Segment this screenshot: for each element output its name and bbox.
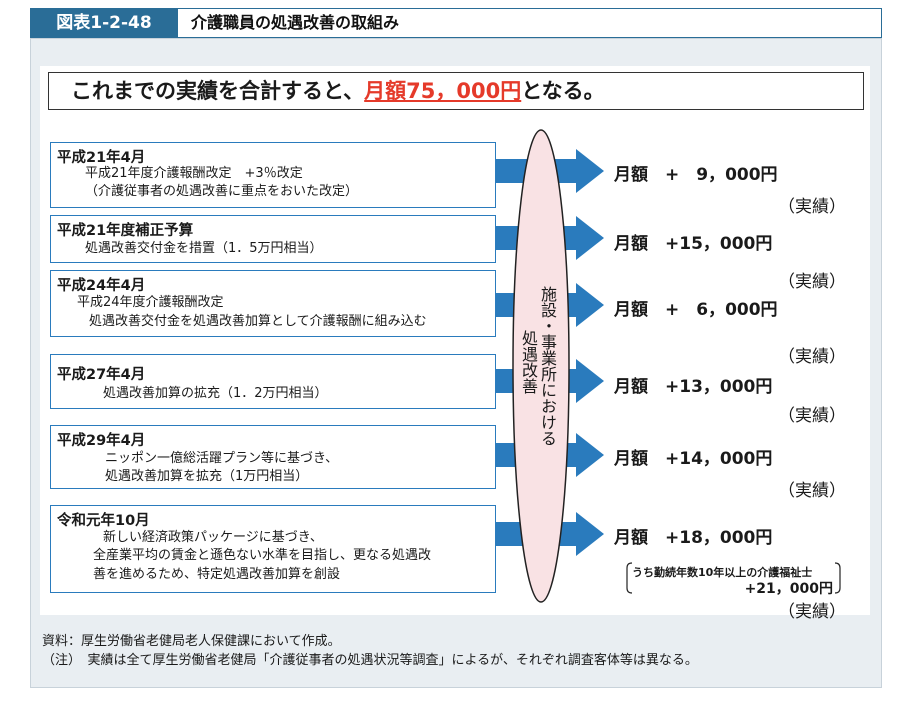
ellipse-label-1: 施設・事業所における (538, 286, 557, 446)
figure-header: 図表1-2-48 介護職員の処遇改善の取組み (30, 8, 882, 38)
amount-2: 月額 +15，000円 (614, 234, 773, 254)
item-box-6: 令和元年10月 新しい経済政策パッケージに基づき、 全産業平均の賃金と遜色ない水… (50, 505, 496, 593)
item-box-4: 平成27年4月 処遇改善加算の拡充（1．2万円相当） (50, 354, 496, 409)
figure-label: 図表1-2-48 (30, 8, 178, 38)
footnote: （注） 実績は全て厚生労働省老健局「介護従事者の処遇状況等調査」によるが、それぞ… (42, 653, 698, 668)
item-line: 善を進めるため、特定処遇改善加算を創設 (93, 567, 341, 582)
item-line: 平成24年度介護報酬改定 (77, 295, 224, 310)
result-5: （実績） (778, 481, 846, 501)
item-box-1: 平成21年4月 平成21年度介護報酬改定 +3％改定 （介護従事者の処遇改善に重… (50, 142, 496, 208)
summary-prefix: これまでの実績を合計すると、 (71, 79, 365, 103)
summary-highlight: 月額75，000円 (364, 79, 522, 103)
item-line: 新しい経済政策パッケージに基づき、 (103, 530, 323, 545)
result-1: （実績） (778, 197, 846, 217)
item-title: 平成27年4月 (57, 367, 146, 383)
amount-5: 月額 +14，000円 (614, 449, 773, 469)
bracket-lines (626, 562, 841, 594)
result-4: （実績） (778, 406, 846, 426)
source-note: 資料：厚生労働省老健局老人保健課において作成。 (42, 634, 341, 649)
ellipse-label-2: 処遇改善 (519, 330, 538, 394)
item-title: 平成21年度補正予算 (57, 223, 194, 239)
sub-note: うち勤続年数10年以上の介護福祉士 +21，000円 (626, 561, 841, 597)
summary-suffix: となる。 (521, 79, 605, 103)
item-title: 令和元年10月 (57, 513, 150, 529)
item-line: 処遇改善加算の拡充（1．2万円相当） (103, 386, 328, 401)
ellipse-shape (512, 129, 570, 603)
item-line: 全産業平均の賃金と遜色ない水準を目指し、更なる処遇改 (93, 548, 432, 563)
item-title: 平成29年4月 (57, 433, 146, 449)
item-line: （介護従事者の処遇改善に重点をおいた改定） (85, 184, 359, 199)
result-2: （実績） (778, 272, 846, 292)
item-line: 平成21年度介護報酬改定 +3％改定 (85, 166, 303, 181)
amount-3: 月額 + 6，000円 (614, 300, 778, 320)
result-3: （実績） (778, 347, 846, 367)
item-box-5: 平成29年4月 ニッポン一億総活躍プラン等に基づき、 処遇改善加算を拡充（1万円… (50, 425, 496, 489)
item-title: 平成24年4月 (57, 278, 146, 294)
figure-title: 介護職員の処遇改善の取組み (191, 13, 400, 32)
amount-4: 月額 +13，000円 (614, 377, 773, 397)
item-line: ニッポン一億総活躍プラン等に基づき、 (105, 451, 339, 466)
item-box-2: 平成21年度補正予算 処遇改善交付金を措置（1．5万円相当） (50, 215, 496, 263)
amount-6: 月額 +18，000円 (614, 528, 773, 548)
item-line: 処遇改善交付金を処遇改善加算として介護報酬に組み込む (89, 314, 427, 329)
sub-note-line2: +21，000円 (744, 581, 833, 597)
item-line: 処遇改善加算を拡充（1万円相当） (105, 469, 309, 484)
item-title: 平成21年4月 (57, 150, 146, 166)
result-6: （実績） (778, 602, 846, 622)
amount-1: 月額 + 9，000円 (614, 165, 778, 185)
item-line: 処遇改善交付金を措置（1．5万円相当） (85, 241, 323, 256)
sub-note-line1: うち勤続年数10年以上の介護福祉士 (632, 566, 813, 579)
item-box-3: 平成24年4月 平成24年度介護報酬改定 処遇改善交付金を処遇改善加算として介護… (50, 270, 496, 337)
summary-banner: これまでの実績を合計すると、月額75，000円となる。 (48, 72, 864, 110)
